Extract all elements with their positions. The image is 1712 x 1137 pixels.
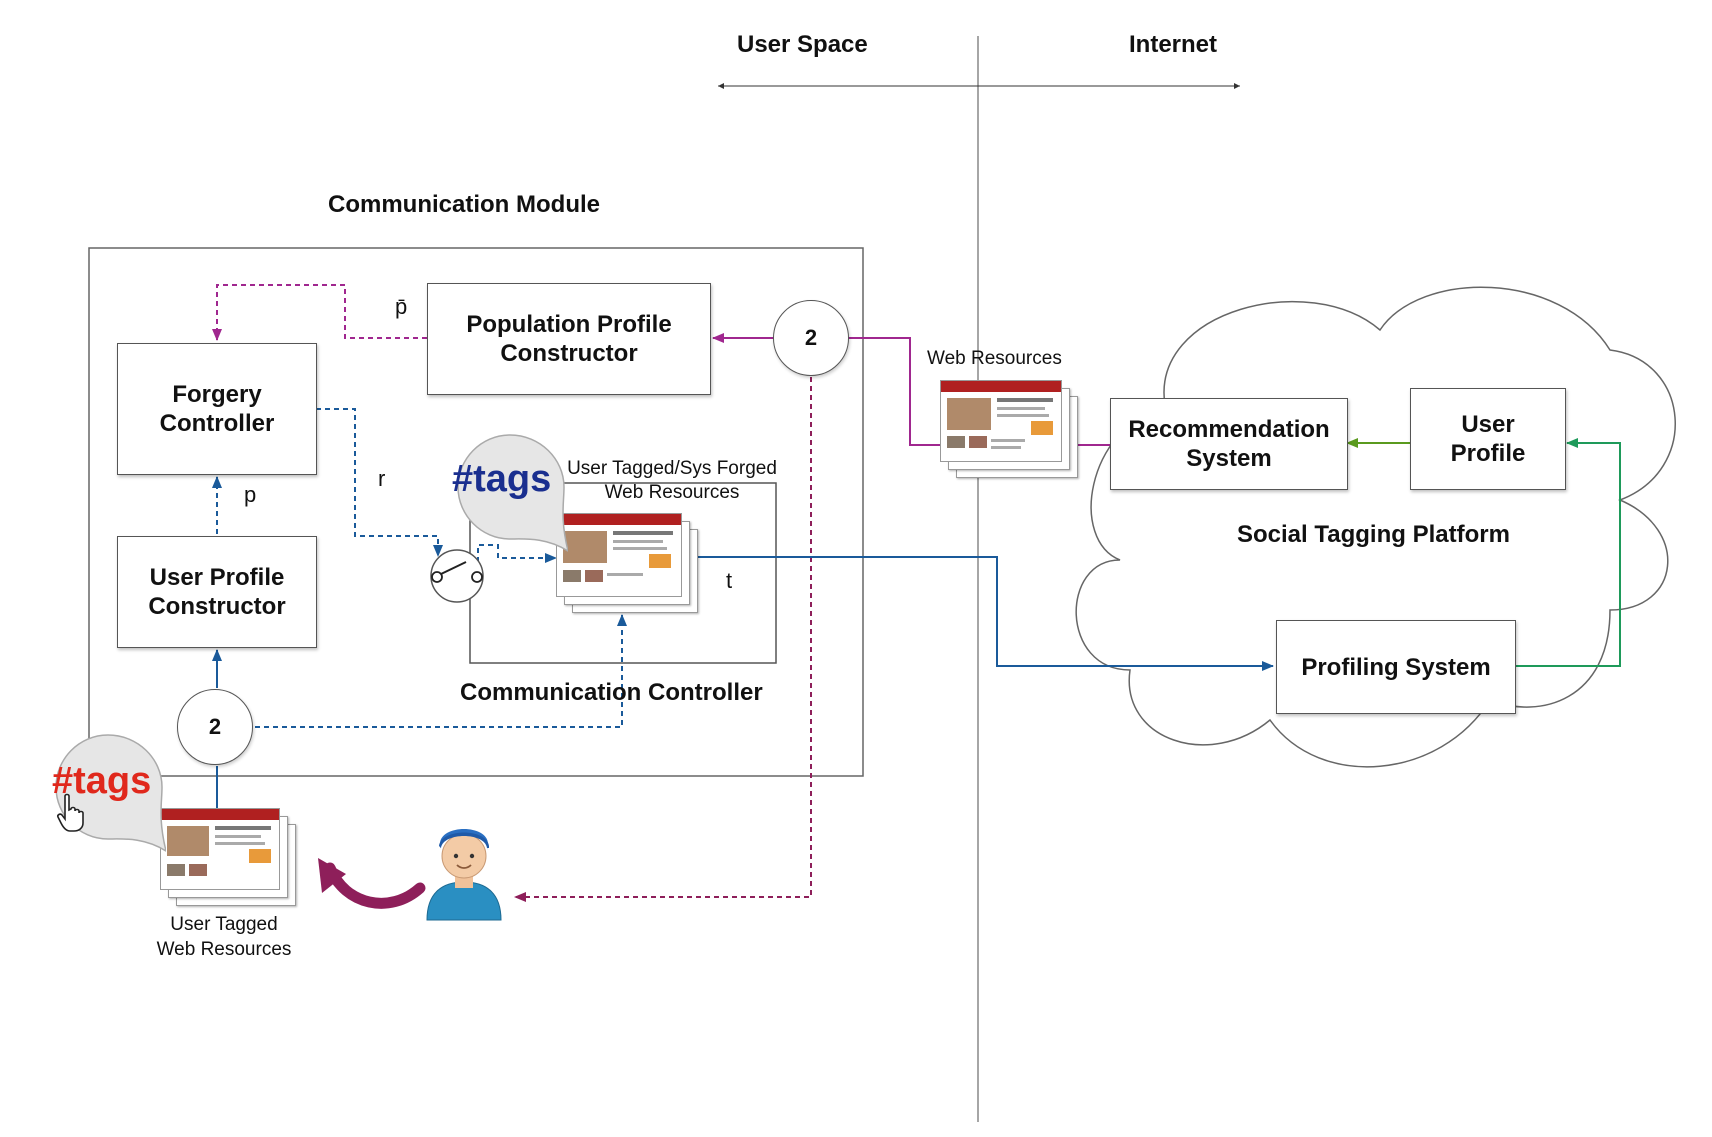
web-page-thumbnail-icon bbox=[940, 380, 1062, 462]
web-page-thumbnail-icon bbox=[160, 808, 280, 890]
user-tagged-label-line2: Web Resources bbox=[156, 939, 292, 960]
module-container bbox=[88, 247, 864, 777]
user-space-label: User Space bbox=[737, 31, 868, 58]
platform-title: Social Tagging Platform bbox=[1237, 521, 1510, 548]
module-title: Communication Module bbox=[328, 191, 600, 218]
hand-cursor-icon bbox=[57, 793, 84, 832]
forged-resources-stack[interactable] bbox=[556, 513, 700, 613]
edge-label-p-bar: p̄ bbox=[395, 294, 408, 319]
edge-profiling-to-userprofile bbox=[1515, 438, 1621, 667]
user-tagged-resources-label: User Tagged Web Resources bbox=[138, 912, 310, 962]
user-tagged-resources-stack[interactable] bbox=[160, 808, 298, 906]
user-tagged-label-line1: User Tagged bbox=[170, 914, 278, 935]
forged-resources-label: User Tagged/Sys Forged Web Resources bbox=[556, 457, 788, 505]
edge-label-t: t bbox=[726, 568, 733, 593]
splitter-top[interactable]: 2 bbox=[773, 300, 849, 376]
edge-forgery-to-switch bbox=[316, 408, 443, 557]
edge-splitter-to-commctrl bbox=[255, 614, 627, 728]
web-resources-stack[interactable] bbox=[940, 380, 1080, 478]
user-profile-constructor-box[interactable]: User Profile Constructor bbox=[117, 536, 317, 648]
profiling-system-box[interactable]: Profiling System bbox=[1276, 620, 1516, 714]
forged-resources-label-line2: Web Resources bbox=[604, 482, 740, 503]
internet-label: Internet bbox=[1129, 31, 1218, 58]
web-resources-label: Web Resources bbox=[927, 348, 1062, 369]
edge-splitter-to-user bbox=[514, 377, 812, 902]
tag-bubble-blue-icon bbox=[457, 434, 568, 552]
edge-switch-to-resources bbox=[477, 544, 557, 563]
splitter-bottom[interactable]: 2 bbox=[177, 689, 253, 765]
edge-label-p: p bbox=[244, 482, 257, 507]
communication-controller-label: Communication Controller bbox=[460, 679, 763, 706]
edge-population-to-forgery bbox=[212, 284, 427, 341]
tags-label-blue: #tags bbox=[452, 458, 552, 500]
edge-label-r: r bbox=[378, 466, 386, 491]
web-page-thumbnail-icon bbox=[556, 513, 682, 597]
forgery-controller-box[interactable]: Forgery Controller bbox=[117, 343, 317, 475]
user-avatar-icon bbox=[426, 829, 502, 921]
user-profile-box[interactable]: User Profile bbox=[1410, 388, 1566, 490]
forged-resources-label-line1: User Tagged/Sys Forged bbox=[567, 458, 777, 479]
switch-icon bbox=[430, 549, 484, 603]
edge-resources-to-profiling bbox=[697, 556, 1274, 671]
population-profile-constructor-box[interactable]: Population Profile Constructor bbox=[427, 283, 711, 395]
recommendation-system-box[interactable]: Recommendation System bbox=[1110, 398, 1348, 490]
